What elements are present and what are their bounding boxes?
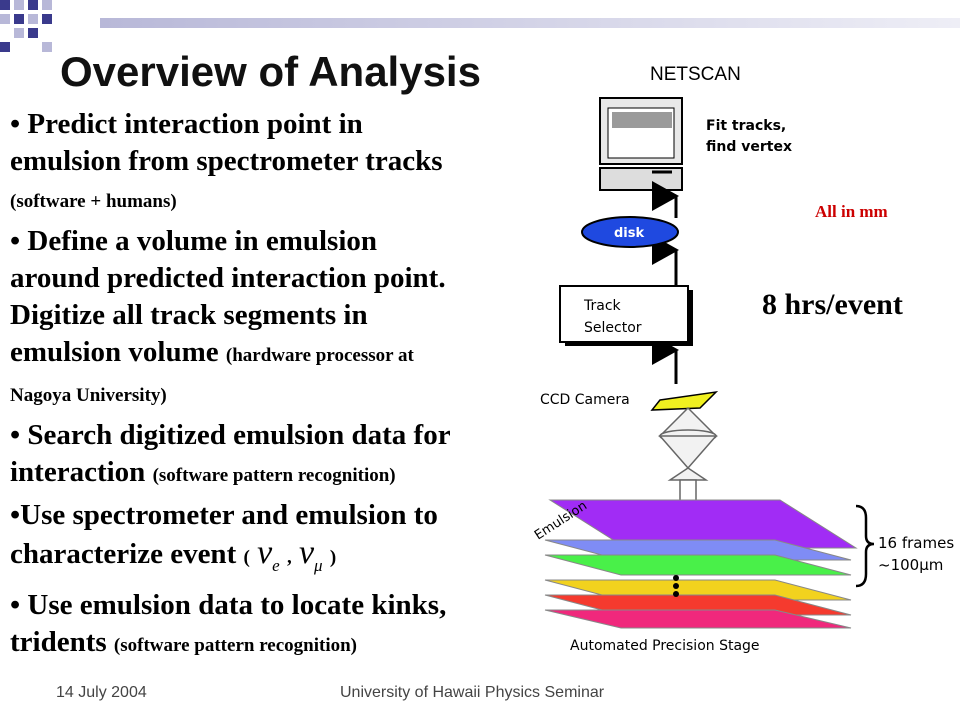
track-label: Track <box>583 298 622 314</box>
header-bar <box>100 18 960 28</box>
hrs-per-event-note: 8 hrs/event <box>762 288 903 321</box>
emulsion-label: Emulsion <box>532 498 590 543</box>
optics-cone <box>658 406 718 520</box>
netscan-label: NETSCAN <box>650 64 741 85</box>
find-vertex-label: find vertex <box>706 139 792 155</box>
nu-mu-symbol: νμ <box>298 534 323 575</box>
bullet-define: • Define a volume in emulsion around pre… <box>10 223 465 414</box>
bullet-note: (hardware processor at Nagoya University… <box>10 345 414 406</box>
bullet-search: • Search digitized emulsion data for int… <box>10 417 465 494</box>
ccd-camera-icon <box>650 390 719 411</box>
symbol-comma: , <box>286 547 292 568</box>
all-in-mm-note: All in mm <box>815 202 888 221</box>
bullet-text: • Predict interaction point in emulsion … <box>10 108 443 177</box>
slide-title: Overview of Analysis <box>60 48 481 95</box>
stage-label: Automated Precision Stage <box>570 638 760 654</box>
frames-label: 16 frames <box>878 534 954 552</box>
selector-label: Selector <box>584 320 642 336</box>
bullet-text: • Define a volume in emulsion around pre… <box>10 225 446 368</box>
more-layers-dots <box>673 575 679 597</box>
computer-icon <box>599 97 683 191</box>
footer-date: 14 July 2004 <box>56 684 147 701</box>
paren-open: ( <box>243 547 250 568</box>
bullet-text: • Search digitized emulsion data for int… <box>10 419 451 488</box>
bullet-locate: • Use emulsion data to locate kinks, tri… <box>10 587 465 664</box>
disk-icon <box>581 216 679 248</box>
corner-decoration <box>0 0 80 60</box>
ccd-camera-label: CCD Camera <box>540 392 630 408</box>
disk-label: disk <box>614 226 644 241</box>
bullet-list: • Predict interaction point in emulsion … <box>10 106 465 667</box>
bullet-text: •Use spectrometer and emulsion to charac… <box>10 499 438 570</box>
fit-tracks-label: Fit tracks, <box>706 118 786 134</box>
track-selector-box <box>559 285 693 346</box>
emulsion-layers <box>544 499 858 629</box>
bullet-predict: • Predict interaction point in emulsion … <box>10 106 465 220</box>
thickness-label: ~100μm <box>878 556 943 574</box>
bullet-characterize: •Use spectrometer and emulsion to charac… <box>10 497 465 584</box>
footer-center: University of Hawaii Physics Seminar <box>340 684 605 701</box>
brace-icon <box>855 504 875 588</box>
nu-e-symbol: νe <box>257 534 280 575</box>
paren-close: ) <box>329 547 337 568</box>
bullet-text: • Use emulsion data to locate kinks, tri… <box>10 588 447 658</box>
bullet-note: (software pattern recognition) <box>113 634 357 656</box>
bullet-note: (software pattern recognition) <box>152 465 396 486</box>
bullet-note: (software + humans) <box>10 191 177 212</box>
